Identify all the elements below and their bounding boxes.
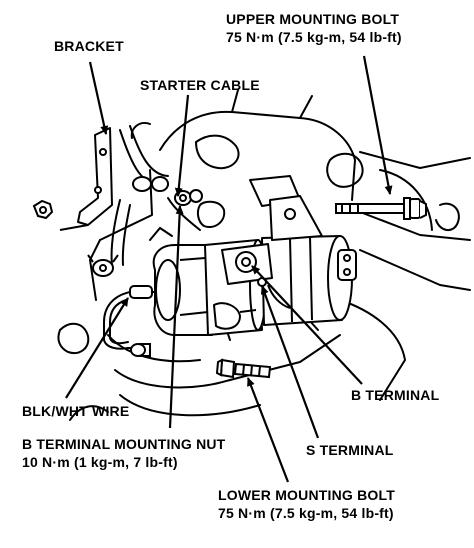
b-terminal-nut-torque: 10 N·m (1 kg-m, 7 lb-ft): [22, 454, 178, 470]
upper-bolt-part: [335, 197, 427, 220]
starter-motor-part: [152, 195, 357, 336]
lower-bolt-part: [215, 358, 272, 379]
b-terminal-mounting-nut-label: B TERMINAL MOUNTING NUT 10 N·m (1 kg-m, …: [22, 435, 225, 471]
starter-cable-label: STARTER CABLE: [140, 77, 260, 93]
b-terminal-nut-leader: [168, 205, 184, 429]
bracket-leader: [88, 61, 109, 135]
upper-bolt-torque: 75 N·m (7.5 kg-m, 54 lb-ft): [226, 29, 402, 45]
lower-bolt-name: LOWER MOUNTING BOLT: [218, 487, 395, 503]
blk-wht-wire-part: [103, 285, 163, 357]
s-terminal-leader: [260, 285, 320, 439]
b-terminal-nut-name: B TERMINAL MOUNTING NUT: [22, 436, 226, 452]
starter-cable-part: [110, 125, 201, 266]
loose-nut: [32, 199, 54, 220]
wire-clip: [87, 254, 119, 277]
upper-bolt-leader: [362, 55, 393, 195]
starter-cable-leader: [174, 94, 190, 197]
bracket-label: BRACKET: [54, 38, 124, 54]
cable-terminals: [132, 176, 226, 228]
blk-wht-wire-leader: [65, 297, 129, 399]
b-terminal-label: B TERMINAL: [351, 387, 440, 403]
blk-wht-wire-label: BLK/WHT WIRE: [22, 403, 130, 419]
lower-mounting-bolt-label: LOWER MOUNTING BOLT 75 N·m (7.5 kg-m, 54…: [218, 486, 395, 522]
lower-bolt-torque: 75 N·m (7.5 kg-m, 54 lb-ft): [218, 505, 394, 521]
s-terminal-label: S TERMINAL: [306, 442, 394, 458]
leader-lines: [65, 55, 393, 483]
upper-bolt-name: UPPER MOUNTING BOLT: [226, 11, 400, 27]
bracket-part: [59, 127, 113, 231]
b-terminal-leader: [251, 265, 363, 385]
upper-mounting-bolt-label: UPPER MOUNTING BOLT 75 N·m (7.5 kg-m, 54…: [226, 10, 402, 46]
lower-bolt-leader: [246, 377, 290, 483]
